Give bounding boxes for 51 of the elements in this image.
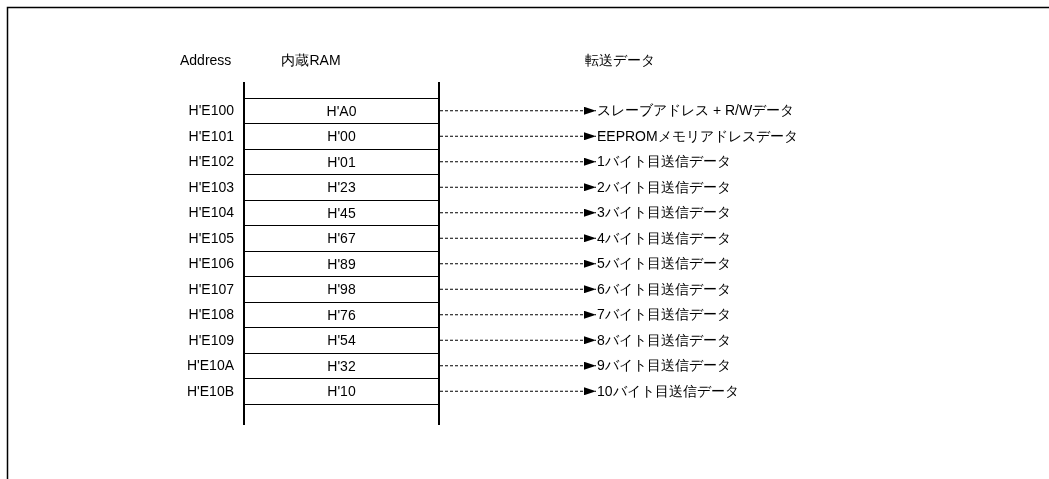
address-label: H'E106 bbox=[188, 255, 234, 271]
data-description: スレーブアドレス + R/Wデータ bbox=[597, 102, 795, 118]
data-description: 10バイト目送信データ bbox=[597, 382, 739, 399]
arrow bbox=[439, 132, 597, 141]
address-label: H'E103 bbox=[188, 178, 234, 195]
data-description: 2バイト目送信データ bbox=[597, 178, 731, 195]
arrow bbox=[439, 208, 597, 217]
data-description: 1バイト目送信データ bbox=[597, 153, 731, 169]
address-label: H'E102 bbox=[188, 153, 234, 169]
data-description: 7バイト目送信データ bbox=[597, 306, 731, 322]
arrow bbox=[439, 106, 597, 115]
address-label: H'E109 bbox=[188, 331, 234, 348]
cell-value: H'A0 bbox=[326, 102, 357, 119]
arrow bbox=[439, 361, 597, 370]
cell-value: H'98 bbox=[327, 281, 356, 298]
cell-value: H'23 bbox=[327, 179, 356, 196]
arrow bbox=[439, 285, 597, 294]
cell-value: H'67 bbox=[327, 230, 356, 247]
address-label: H'E100 bbox=[188, 102, 234, 118]
arrow bbox=[439, 234, 597, 243]
data-description: 8バイト目送信データ bbox=[597, 331, 731, 348]
address-label: H'E10B bbox=[186, 382, 234, 399]
data-description: 4バイト目送信データ bbox=[597, 229, 731, 246]
data-description: 3バイト目送信データ bbox=[597, 204, 731, 220]
arrow bbox=[439, 259, 597, 268]
cell-value: H'54 bbox=[327, 332, 356, 349]
address-label: H'E105 bbox=[188, 229, 234, 246]
address-label: H'E108 bbox=[188, 306, 234, 322]
column-heading: 転送データ bbox=[585, 52, 655, 68]
cell-value: H'89 bbox=[327, 255, 356, 272]
address-label: H'E107 bbox=[188, 280, 234, 297]
cell-value: H'00 bbox=[327, 128, 356, 145]
address-label: H'E101 bbox=[188, 127, 234, 144]
arrow bbox=[439, 387, 597, 396]
column-heading: Address bbox=[180, 52, 232, 68]
data-description: 6バイト目送信データ bbox=[597, 280, 731, 297]
data-description: 5バイト目送信データ bbox=[597, 255, 731, 271]
arrow bbox=[439, 310, 597, 319]
data-description: 9バイト目送信データ bbox=[597, 357, 731, 373]
cell-value: H'01 bbox=[327, 153, 356, 170]
arrow bbox=[439, 157, 597, 166]
address-label: H'E10A bbox=[186, 357, 234, 373]
cell-value: H'76 bbox=[327, 306, 356, 323]
cell-value: H'10 bbox=[327, 383, 356, 400]
address-label: H'E104 bbox=[188, 204, 234, 220]
cell-value: H'32 bbox=[327, 357, 356, 374]
cell-value: H'45 bbox=[327, 204, 356, 221]
column-heading: 内蔵RAM bbox=[281, 52, 341, 68]
arrow bbox=[439, 336, 597, 345]
arrow bbox=[439, 183, 597, 192]
data-description: EEPROMメモリアドレスデータ bbox=[597, 127, 798, 144]
